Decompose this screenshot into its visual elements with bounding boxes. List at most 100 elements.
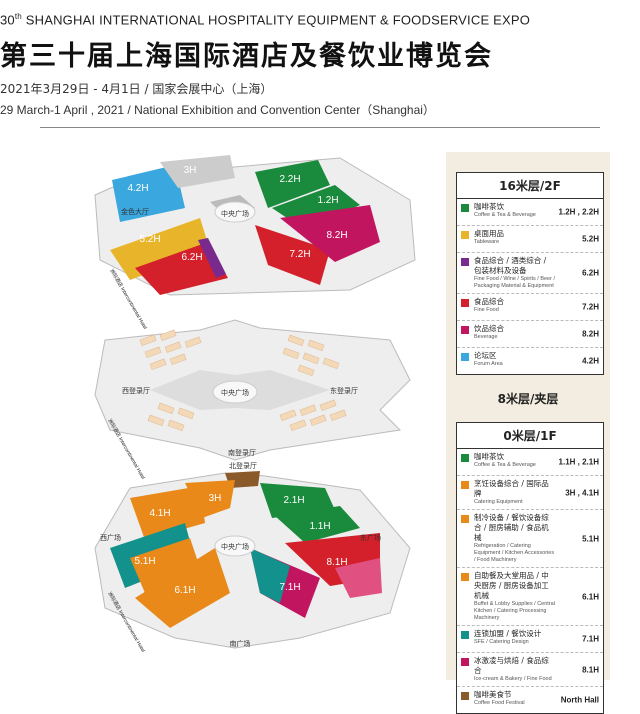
date-venue-chinese: 2021年3月29日 - 4月1日 / 国家会展中心（上海） — [0, 82, 273, 96]
hall-label-5.2h: 5.2H — [139, 234, 160, 245]
hall-label-8.1h: 8.1H — [326, 557, 347, 568]
hall-label-2.1h: 2.1H — [283, 495, 304, 506]
legend-row-english: Forum Area — [474, 361, 503, 367]
legend-row-english: Beverage — [474, 334, 498, 340]
legend-row-english: Fine Food — [474, 307, 499, 313]
legend-row-english: Coffee & Tea & Beverage — [474, 212, 536, 218]
color-swatch — [461, 692, 469, 700]
hall-7.2h-shape[interactable] — [255, 225, 330, 285]
hall-3h-2f-shape[interactable] — [160, 155, 235, 188]
color-swatch — [461, 481, 469, 489]
hall-6.2h-shape[interactable] — [135, 242, 228, 295]
hall-2.1h-shape[interactable] — [260, 483, 335, 518]
hall-2.2h-shape[interactable] — [255, 160, 330, 208]
legend-row-chinese: 咖啡茶饮 — [474, 452, 504, 461]
legend-row-hall: 5.2H — [582, 234, 599, 244]
hall-1.1h-shape[interactable] — [275, 506, 360, 543]
label-south-hall-8m: 南登录厅 — [228, 448, 256, 457]
header-divider — [40, 127, 600, 128]
legend-row-hall: 3H , 4.1H — [565, 488, 599, 497]
color-swatch — [461, 631, 469, 639]
legend-row-chinese: 饮品综合 — [474, 324, 504, 333]
label-east-plaza-1f: 东广场 — [360, 533, 381, 542]
hall-6.1h-shape[interactable] — [135, 548, 230, 628]
color-swatch — [461, 454, 469, 462]
legend-row-hall: 1.1H , 2.1H — [558, 457, 599, 467]
hall-label-3h-2f: 3H — [184, 165, 197, 176]
legend-row-english: Buffet & Lobby Supplies / Central Kitche… — [474, 601, 555, 621]
legend-row-chinese: 桌面用品 — [474, 229, 504, 238]
legend-title-2f: 16米层/2F — [457, 173, 603, 199]
color-swatch — [461, 515, 469, 523]
legend-row-chinese: 食品综合 / 酒类综合 / 包装材料及设备 — [474, 256, 547, 275]
hall-label-6.2h: 6.2H — [181, 252, 202, 263]
legend-row-english: SFE / Catering Design — [474, 639, 529, 645]
legend-row-chinese: 论坛区 — [474, 351, 497, 360]
hall-4.2h-shape[interactable] — [112, 165, 185, 222]
label-east-hall-8m: 东登录厅 — [330, 386, 358, 395]
hall-4.1h-shape[interactable] — [130, 486, 205, 540]
label-north-hall-1f: 北登录厅 — [229, 461, 257, 470]
chinese-title: 第三十届上海国际酒店及餐饮业博览会 — [0, 41, 493, 72]
legend-row-hall: North Hall — [560, 695, 599, 705]
color-swatch — [461, 326, 469, 334]
english-title: 30th SHANGHAI INTERNATIONAL HOSPITALITY … — [0, 12, 531, 28]
legend-row-english: Coffee & Tea & Beverage — [474, 462, 536, 468]
floor-maps: 4.2H 3H 2.2H 1.2H 5.2H 6.2H 7.2H 8.2H 中央… — [94, 155, 416, 653]
color-swatch — [461, 204, 469, 212]
hall-label-4.2h: 4.2H — [127, 183, 148, 194]
legend-row-hall: 7.2H — [582, 302, 599, 312]
legend-mezzanine-label: 8米层/夹层 — [497, 392, 559, 406]
hall-label-5.1h: 5.1H — [134, 556, 155, 567]
legend-row-chinese: 制冷设备 / 餐饮设备综合 / 厨房辅助 / 食品机械 — [474, 513, 549, 542]
color-swatch — [461, 658, 469, 666]
label-golden-hall: 金色大厅 — [121, 207, 149, 216]
hall-label-8.2h: 8.2H — [326, 230, 347, 241]
label-south-plaza-1f: 南广场 — [230, 639, 251, 648]
legend-title-1f: 0米层/1F — [457, 423, 603, 449]
hall-label-4.1h: 4.1H — [149, 508, 170, 519]
hall-label-3h-1f: 3H — [209, 493, 222, 504]
color-swatch — [461, 353, 469, 361]
color-swatch — [461, 573, 469, 581]
map-1f: 4.1H 3H 2.1H 1.1H 5.1H 6.1H 7.1H 8.1H 北登… — [94, 461, 411, 653]
hall-5.2h-shape[interactable] — [110, 218, 210, 280]
hall-label-6.1h: 6.1H — [174, 585, 195, 596]
legend-row-hall: 8.2H — [582, 329, 599, 339]
legend-row-hall: 6.2H — [582, 268, 599, 278]
map-8m: 中央广场 西登录厅 东登录厅 南登录厅 洲际酒店 Intercontinenta… — [94, 319, 411, 480]
legend-row-english: Refrigeration / Catering Equipment / Kit… — [474, 543, 555, 563]
hall-3h-1f-shape[interactable] — [185, 480, 235, 518]
hall-label-7.2h: 7.2H — [289, 249, 310, 260]
hall-label-7.1h: 7.1H — [279, 582, 300, 593]
legend-row-chinese: 自助餐及大堂用品 / 中央厨房 / 厨房设备加工机械 — [474, 571, 549, 600]
hall-8.2h-shape[interactable] — [280, 205, 380, 262]
legend-row-chinese: 食品综合 — [474, 297, 504, 306]
legend-row-chinese: 连锁加盟 / 餐饮设计 — [474, 629, 542, 638]
legend-row-english: Ice-cream & Bakery / Fine Food — [474, 676, 552, 682]
legend-row-hall: 6.1H — [582, 592, 599, 601]
legend-row-hall: 7.1H — [582, 634, 599, 644]
hall-label-1.2h: 1.2H — [317, 195, 338, 206]
legend-row-hall: 8.1H — [582, 665, 599, 674]
hall-label-2.2h: 2.2H — [279, 174, 300, 185]
label-west-hall-8m: 西登录厅 — [122, 386, 150, 395]
legend-row-english: Fine Food / Wine / Spirits / Beer / Pack… — [474, 276, 556, 289]
label-central-plaza-2f: 中央广场 — [221, 209, 249, 218]
